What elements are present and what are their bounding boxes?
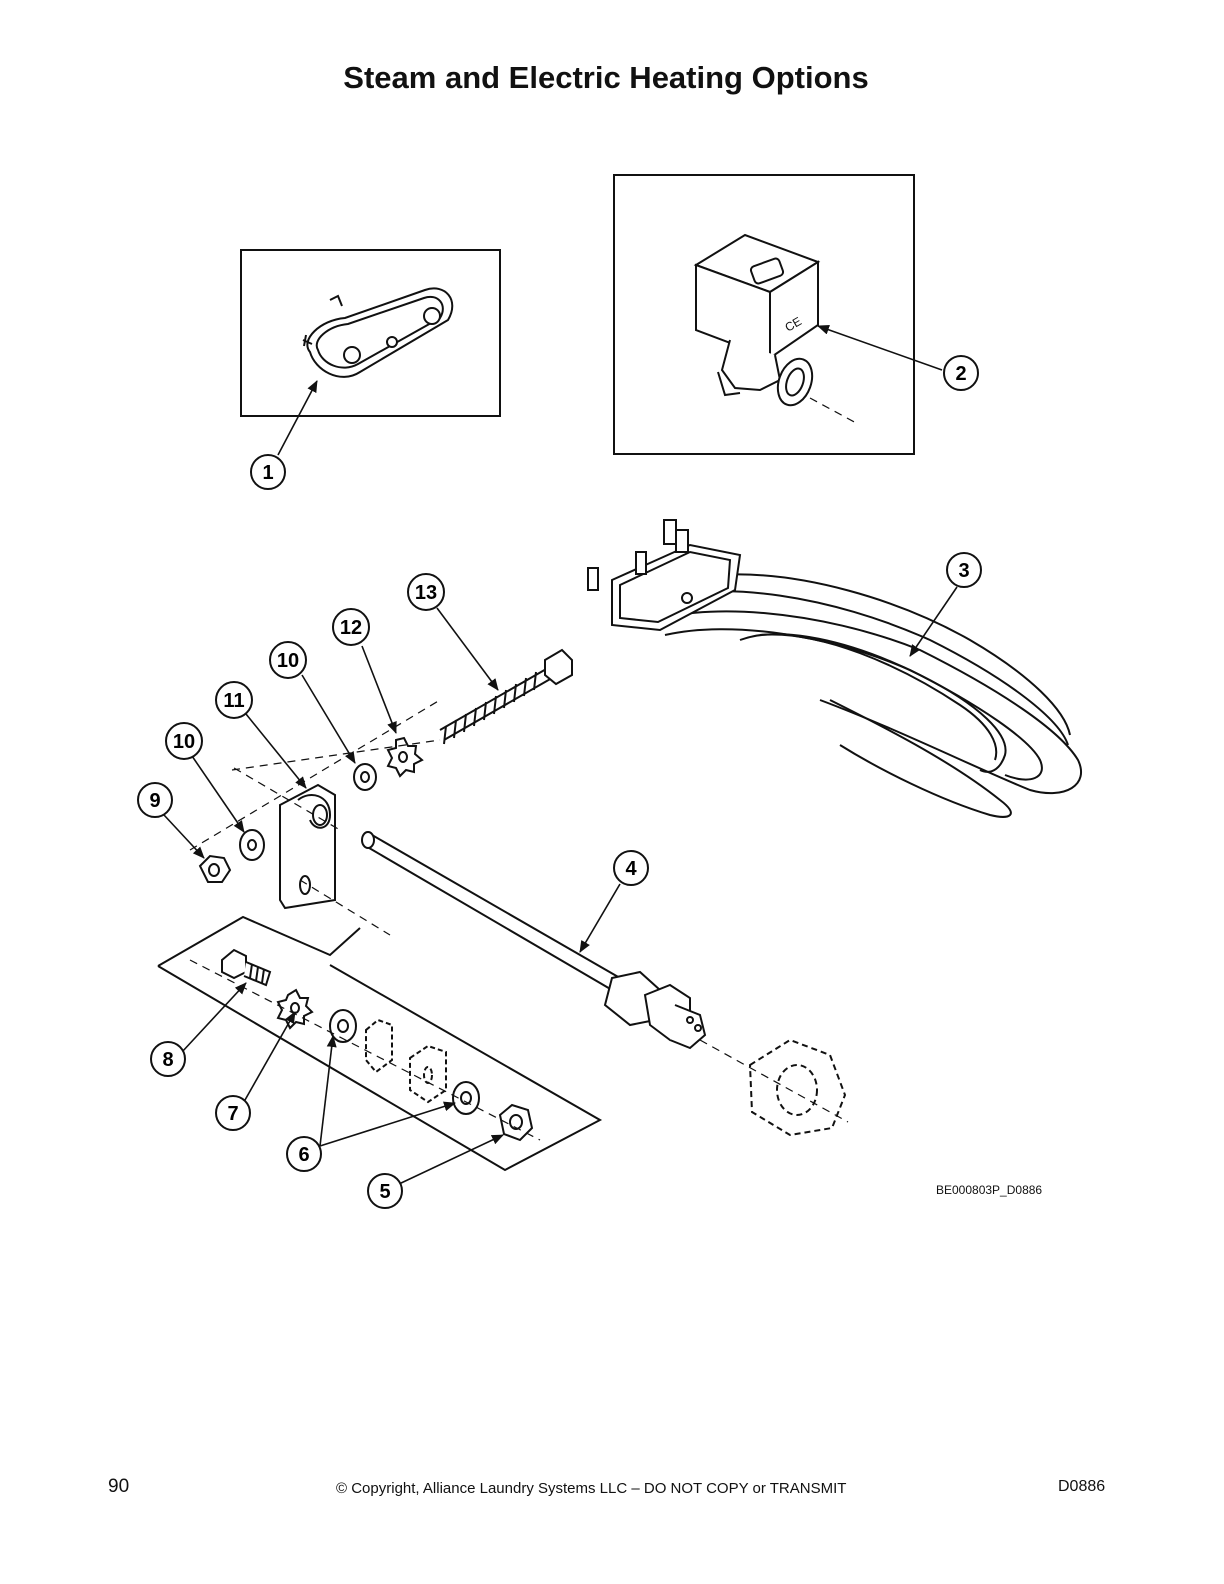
callout-13: 13 [407, 573, 445, 611]
steam-valve-icon: CE [693, 233, 821, 407]
long-bolt-icon [439, 648, 573, 745]
page-number: 90 [108, 1476, 130, 1497]
centerlines [189, 699, 849, 1141]
callout-4: 4 [613, 850, 649, 886]
lock-washer-icon [276, 988, 314, 1030]
svg-text:6: 6 [298, 1144, 309, 1166]
inset-box-gasket [240, 249, 501, 417]
svg-text:3: 3 [958, 560, 969, 582]
copyright-notice: © Copyright, Alliance Laundry Systems LL… [336, 1480, 847, 1497]
bracket-icon [279, 783, 336, 910]
document-id: D0886 [1058, 1478, 1106, 1495]
svg-text:1: 1 [262, 462, 273, 484]
inset-box-steam-valve: CE [613, 174, 915, 455]
washer-icon [452, 1081, 480, 1115]
hex-nut-fitting-icon [748, 1038, 847, 1137]
callout-10-lower: 10 [165, 722, 203, 760]
leader-lines [163, 324, 958, 1185]
callout-1: 1 [250, 454, 286, 490]
svg-text:7: 7 [227, 1103, 238, 1125]
washer-icon [239, 829, 265, 861]
heating-element-icon [587, 519, 1082, 818]
hex-nut-icon [498, 1103, 534, 1142]
callout-5: 5 [367, 1173, 403, 1209]
short-bolt-icon [221, 948, 272, 987]
svg-text:8: 8 [162, 1049, 173, 1071]
gasket-part-icon [302, 287, 454, 378]
svg-text:2: 2 [955, 363, 966, 385]
svg-text:13: 13 [415, 582, 437, 604]
callout-10-upper: 10 [269, 641, 307, 679]
svg-text:11: 11 [223, 690, 244, 712]
svg-text:5: 5 [379, 1181, 390, 1203]
hex-nut-icon [198, 854, 232, 883]
callout-3: 3 [946, 552, 982, 588]
callout-8: 8 [150, 1041, 186, 1077]
callout-6: 6 [286, 1136, 322, 1172]
spacer-plate-icon [365, 1018, 447, 1104]
callout-12: 12 [332, 608, 370, 646]
washer-icon [353, 763, 377, 791]
washer-icon [329, 1009, 357, 1043]
bolt-kit-outline [157, 915, 603, 1172]
svg-text:10: 10 [173, 731, 195, 753]
svg-text:12: 12 [340, 617, 362, 639]
callout-2: 2 [943, 355, 979, 391]
callout-11: 11 [215, 681, 253, 719]
figure-code: BE000803P_D0886 [936, 1183, 1043, 1197]
lock-washer-icon [386, 736, 424, 778]
svg-text:10: 10 [277, 650, 299, 672]
svg-text:9: 9 [149, 790, 160, 812]
svg-text:4: 4 [625, 858, 637, 880]
page-title: Steam and Electric Heating Options [343, 60, 869, 95]
callout-9: 9 [137, 782, 173, 818]
callout-7: 7 [215, 1095, 251, 1131]
tube-icon [361, 831, 707, 1050]
